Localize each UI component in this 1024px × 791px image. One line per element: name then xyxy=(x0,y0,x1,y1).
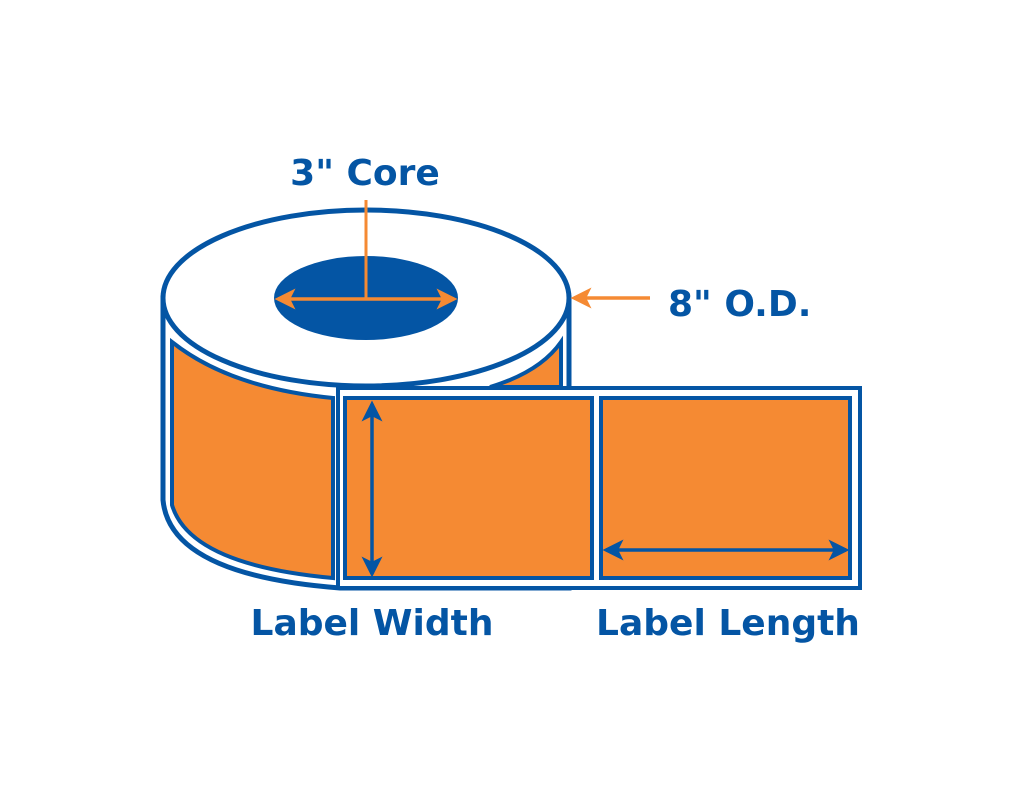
label-1 xyxy=(343,396,594,580)
label-width-text: Label Width xyxy=(251,603,494,644)
roll-label-left xyxy=(170,337,335,581)
label-length-text: Label Length xyxy=(596,603,860,644)
core-label: 3" Core xyxy=(290,153,440,194)
outer-diameter-label: 8" O.D. xyxy=(668,284,811,325)
